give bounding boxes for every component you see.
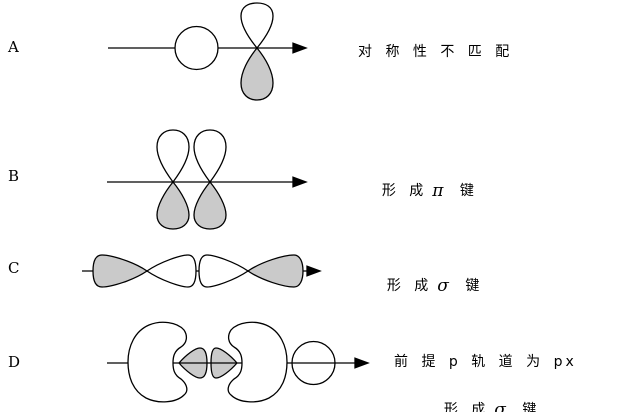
- p-orbital-top-lobe: [240, 2, 274, 50]
- row-a-label: A: [8, 38, 19, 56]
- s-orbital-shape: [174, 25, 219, 71]
- row-b-diagram: [107, 129, 308, 230]
- row-c-caption-prefix: 形 成: [386, 278, 432, 294]
- row-b-caption-prefix: 形 成: [381, 183, 427, 199]
- p-orbital-1-top-lobe: [156, 129, 190, 184]
- large-lobe-left: [127, 321, 188, 403]
- p-orbital-2-bottom-lobe-shaded: [193, 180, 227, 230]
- sigma-symbol: σ: [494, 400, 506, 412]
- row-d-arrowhead-icon: [354, 357, 370, 369]
- px-orbital-2-inner-lobe: [198, 254, 250, 288]
- px-orbital-1-outer-lobe-shaded: [92, 254, 149, 288]
- p-orbital-2-top-lobe: [193, 129, 227, 184]
- p-orbital-bottom-lobe-shaded: [240, 46, 274, 101]
- sigma-symbol: σ: [437, 276, 449, 296]
- row-c-label: C: [8, 259, 20, 277]
- row-d-label: D: [8, 353, 21, 371]
- row-b-caption-suffix: 键: [449, 183, 477, 199]
- row-c-diagram: [82, 254, 322, 288]
- p-orbital-1-bottom-lobe-shaded: [156, 180, 190, 230]
- s-orbital-shape-row-d: [291, 340, 336, 386]
- row-d-diagram: [107, 321, 370, 403]
- pi-symbol: π: [432, 181, 444, 201]
- px-orbital-1-inner-lobe: [145, 254, 197, 288]
- row-c-caption-suffix: 键: [454, 278, 483, 294]
- row-d-caption-suffix: 键: [511, 402, 540, 412]
- row-a-caption: 对 称 性 不 匹 配: [358, 44, 513, 60]
- row-c-arrowhead-icon: [306, 265, 322, 277]
- row-d-caption-line1: 前 提 p 轨 道 为 px: [394, 354, 577, 370]
- row-a-arrowhead-icon: [292, 42, 308, 54]
- px-orbital-2-outer-lobe-shaded: [246, 254, 304, 288]
- large-lobe-right: [227, 321, 288, 403]
- row-a-diagram: [108, 2, 308, 101]
- row-b-arrowhead-icon: [292, 176, 308, 188]
- row-d-caption-prefix: 形 成: [443, 402, 489, 412]
- row-b-label: B: [8, 167, 20, 185]
